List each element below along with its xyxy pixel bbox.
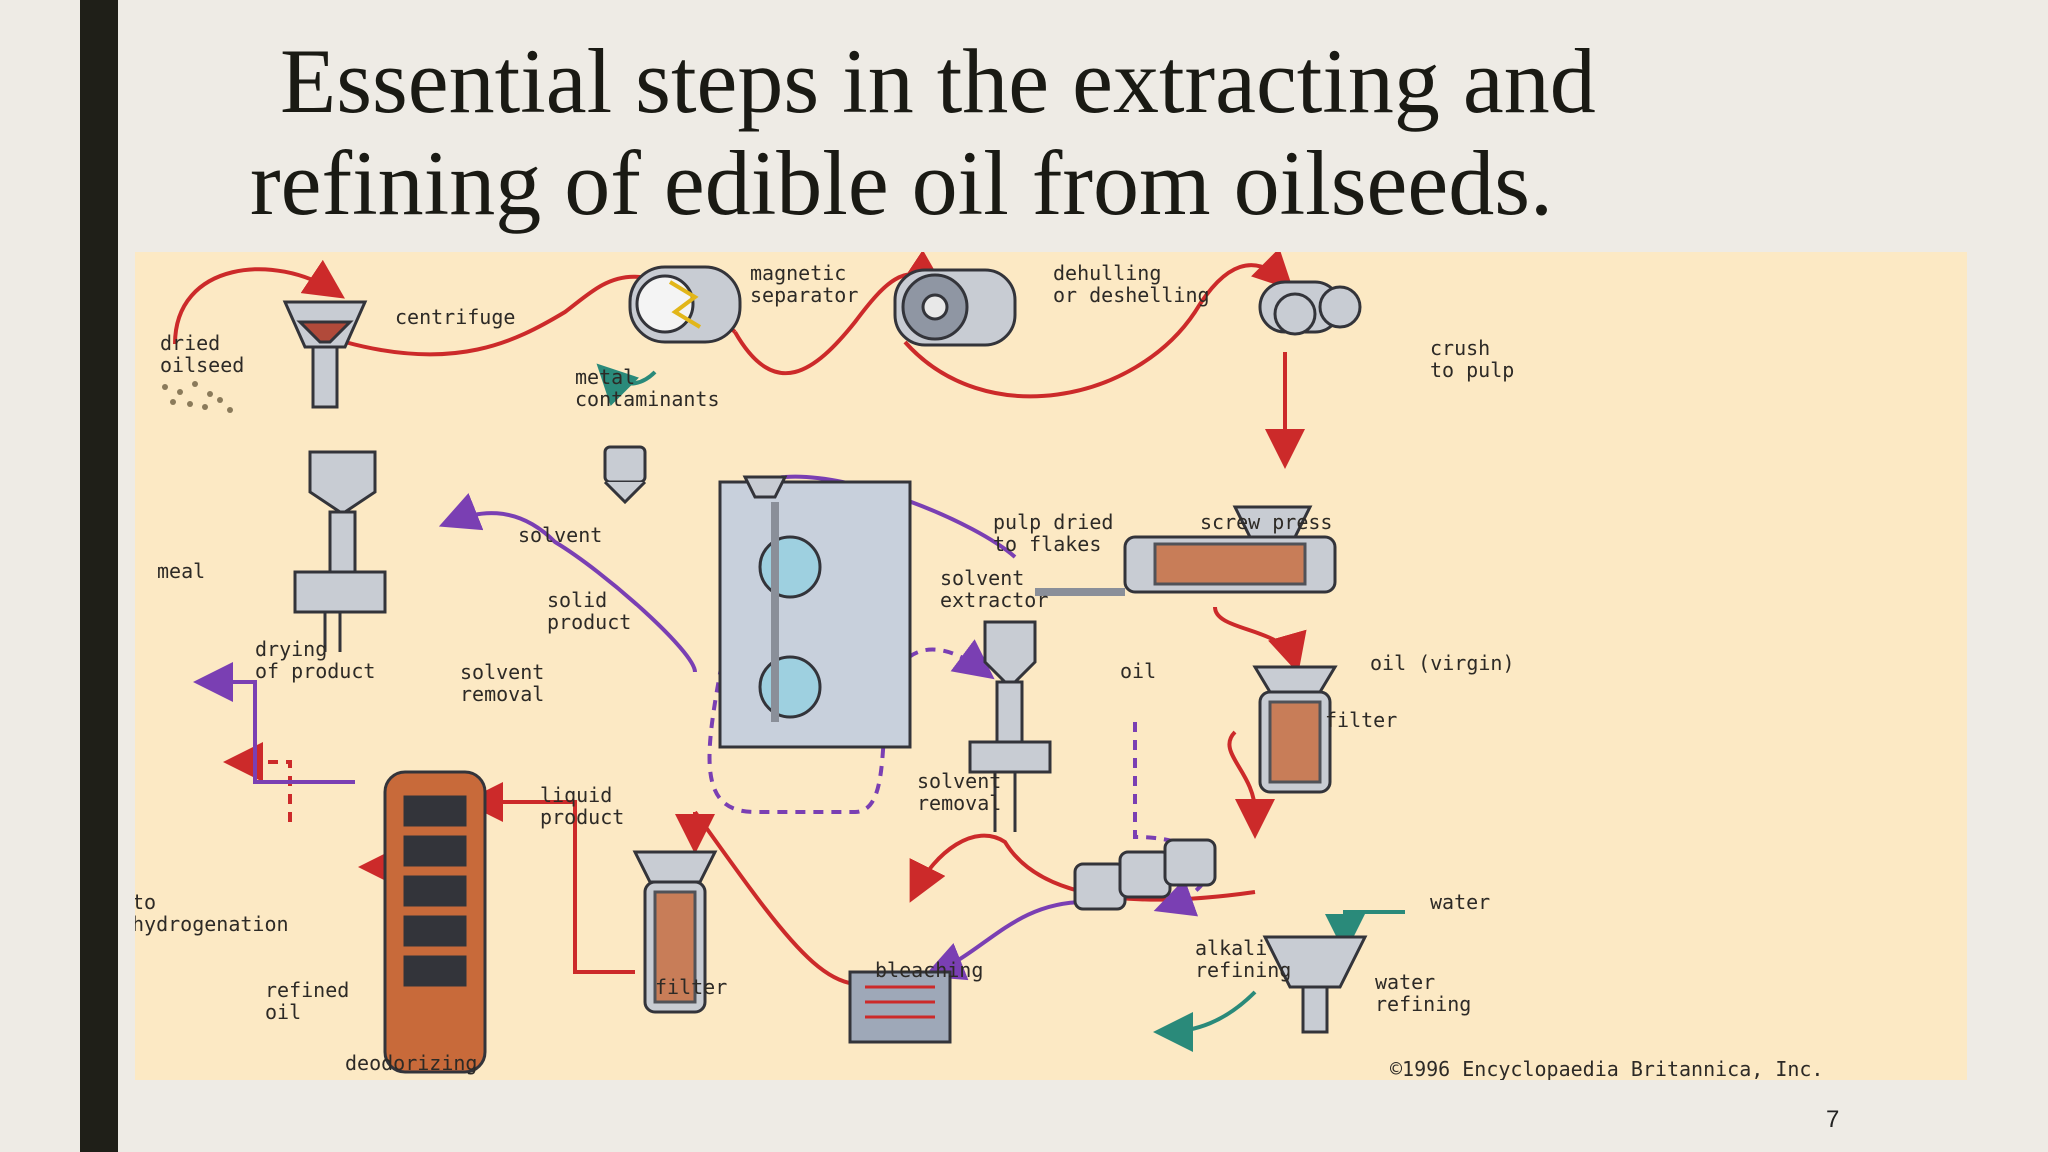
filter-bottom-icon bbox=[632, 850, 718, 1014]
solvent-tank-icon bbox=[603, 445, 647, 505]
label-meal: meal bbox=[157, 559, 205, 583]
label-solvent: solvent bbox=[518, 523, 602, 547]
label-filter-right: filter bbox=[1325, 708, 1397, 732]
label-deodorizing: deodorizing bbox=[345, 1051, 477, 1075]
flow-seed-to-centrifuge bbox=[173, 259, 345, 345]
flow-filter-to-water-refining bbox=[1227, 730, 1275, 839]
flow-hydrogenation-dashed bbox=[223, 742, 292, 822]
flow-dehuller-to-crusher bbox=[903, 252, 1294, 399]
slide-title: Essential steps in the extracting and re… bbox=[250, 30, 1750, 234]
label-copyright: ©1996 Encyclopaedia Britannica, Inc. bbox=[1390, 1057, 1823, 1080]
flow-solid-to-dryer bbox=[438, 493, 697, 673]
flow-dryer-to-meal bbox=[193, 662, 355, 784]
slide-title-line-1: Essential steps in the extracting and bbox=[280, 30, 1596, 132]
flow-liquid-dashed bbox=[707, 639, 995, 814]
filter-right-icon bbox=[1252, 665, 1338, 794]
label-water: water bbox=[1430, 890, 1490, 914]
page-number: 7 bbox=[1826, 1106, 1840, 1133]
flow-alkali-to-bleaching bbox=[923, 900, 1086, 981]
slide-side-bar bbox=[80, 0, 118, 1152]
water-refining-centrifuge-icon bbox=[1262, 935, 1368, 1034]
slide-title-line-2: refining of edible oil from oilseeds. bbox=[250, 132, 1554, 234]
flow-filter-to-deodorizer bbox=[463, 782, 635, 974]
magnetic-separator-icon bbox=[628, 265, 742, 344]
flow-bleaching-to-filter bbox=[693, 810, 897, 987]
solvent-removal-cyclone-icon bbox=[968, 620, 1052, 832]
solvent-extractor-icon bbox=[718, 475, 912, 749]
seed-pile-icon bbox=[162, 381, 233, 413]
label-oil: oil bbox=[1120, 659, 1156, 683]
label-centrifuge: centrifuge bbox=[395, 305, 515, 329]
flow-metal-out bbox=[596, 363, 657, 406]
label-screw-press: screw press bbox=[1200, 510, 1332, 534]
alkali-tanks-icon bbox=[1073, 838, 1217, 911]
label-bleaching: bleaching bbox=[875, 958, 983, 982]
deodorizer-column-icon bbox=[383, 770, 487, 1074]
label-filter-bottom: filter bbox=[655, 975, 727, 999]
flow-press-oil-down bbox=[1213, 606, 1307, 674]
flow-water-out bbox=[1153, 990, 1257, 1052]
screw-press-icon bbox=[1035, 505, 1337, 596]
flow-oil-dashed-to-alkali bbox=[1133, 722, 1210, 917]
flow-water-in bbox=[1325, 910, 1405, 954]
centrifuge-icon bbox=[282, 300, 368, 409]
crusher-icon bbox=[1258, 280, 1362, 336]
dehuller-icon bbox=[893, 268, 1017, 347]
bleaching-tank-icon bbox=[848, 970, 952, 1044]
dryer-cyclone-icon bbox=[293, 450, 387, 652]
label-oil-virgin: oil (virgin) bbox=[1370, 651, 1515, 675]
